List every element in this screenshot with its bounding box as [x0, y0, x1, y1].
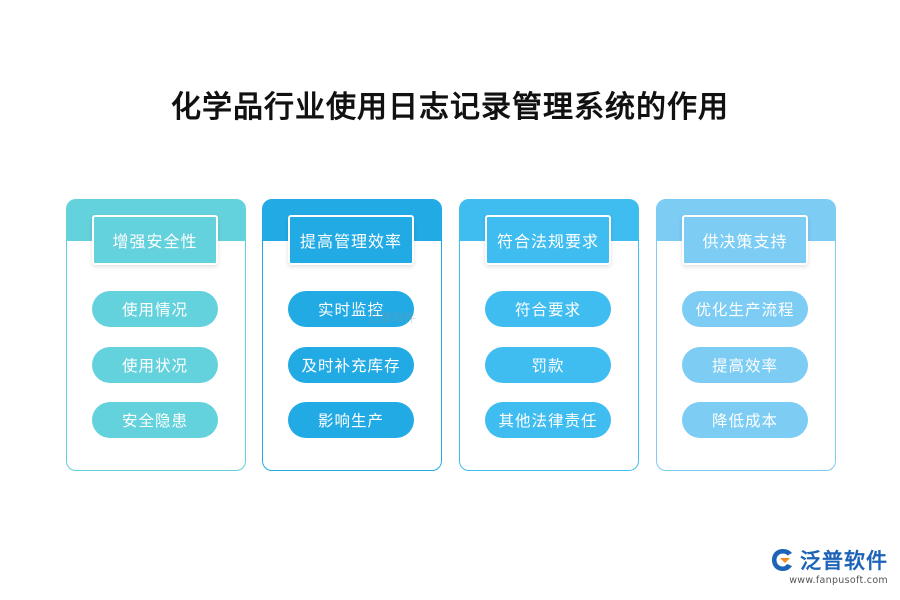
column-heading: 供决策支持 [682, 215, 808, 265]
item-pill: 罚款 [485, 347, 611, 383]
brand-logo: 泛普软件 www.fanpusoft.com [770, 545, 888, 586]
column-heading: 符合法规要求 [485, 215, 611, 265]
item-pill: 实时监控 [288, 291, 414, 327]
fanpu-logo-icon [772, 549, 792, 571]
item-pill: 及时补充库存 [288, 347, 414, 383]
item-pill: 优化生产流程 [682, 291, 808, 327]
item-pill: 符合要求 [485, 291, 611, 327]
item-pill: 提高效率 [682, 347, 808, 383]
brand-url: www.fanpusoft.com [789, 575, 888, 586]
column-enhance-safety: 增强安全性 使用情况 使用状况 安全隐患 [66, 199, 246, 471]
item-pill: 降低成本 [682, 402, 808, 438]
column-heading: 增强安全性 [92, 215, 218, 265]
diagram-title: 化学品行业使用日志记录管理系统的作用 [171, 90, 729, 125]
item-pill: 其他法律责任 [485, 402, 611, 438]
item-pill: 影响生产 [288, 402, 414, 438]
item-pill: 使用情况 [92, 291, 218, 327]
watermark-text: 泛普软件 [368, 311, 417, 325]
column-decision-support: 供决策支持 优化生产流程 提高效率 降低成本 [656, 199, 836, 471]
item-pill: 安全隐患 [92, 402, 218, 438]
column-management-efficiency: 提高管理效率 实时监控 及时补充库存 影响生产 [262, 199, 442, 471]
brand-name: 泛普软件 [800, 549, 888, 573]
item-pill: 使用状况 [92, 347, 218, 383]
column-heading: 提高管理效率 [288, 215, 414, 265]
column-regulatory-compliance: 符合法规要求 符合要求 罚款 其他法律责任 [459, 199, 639, 471]
